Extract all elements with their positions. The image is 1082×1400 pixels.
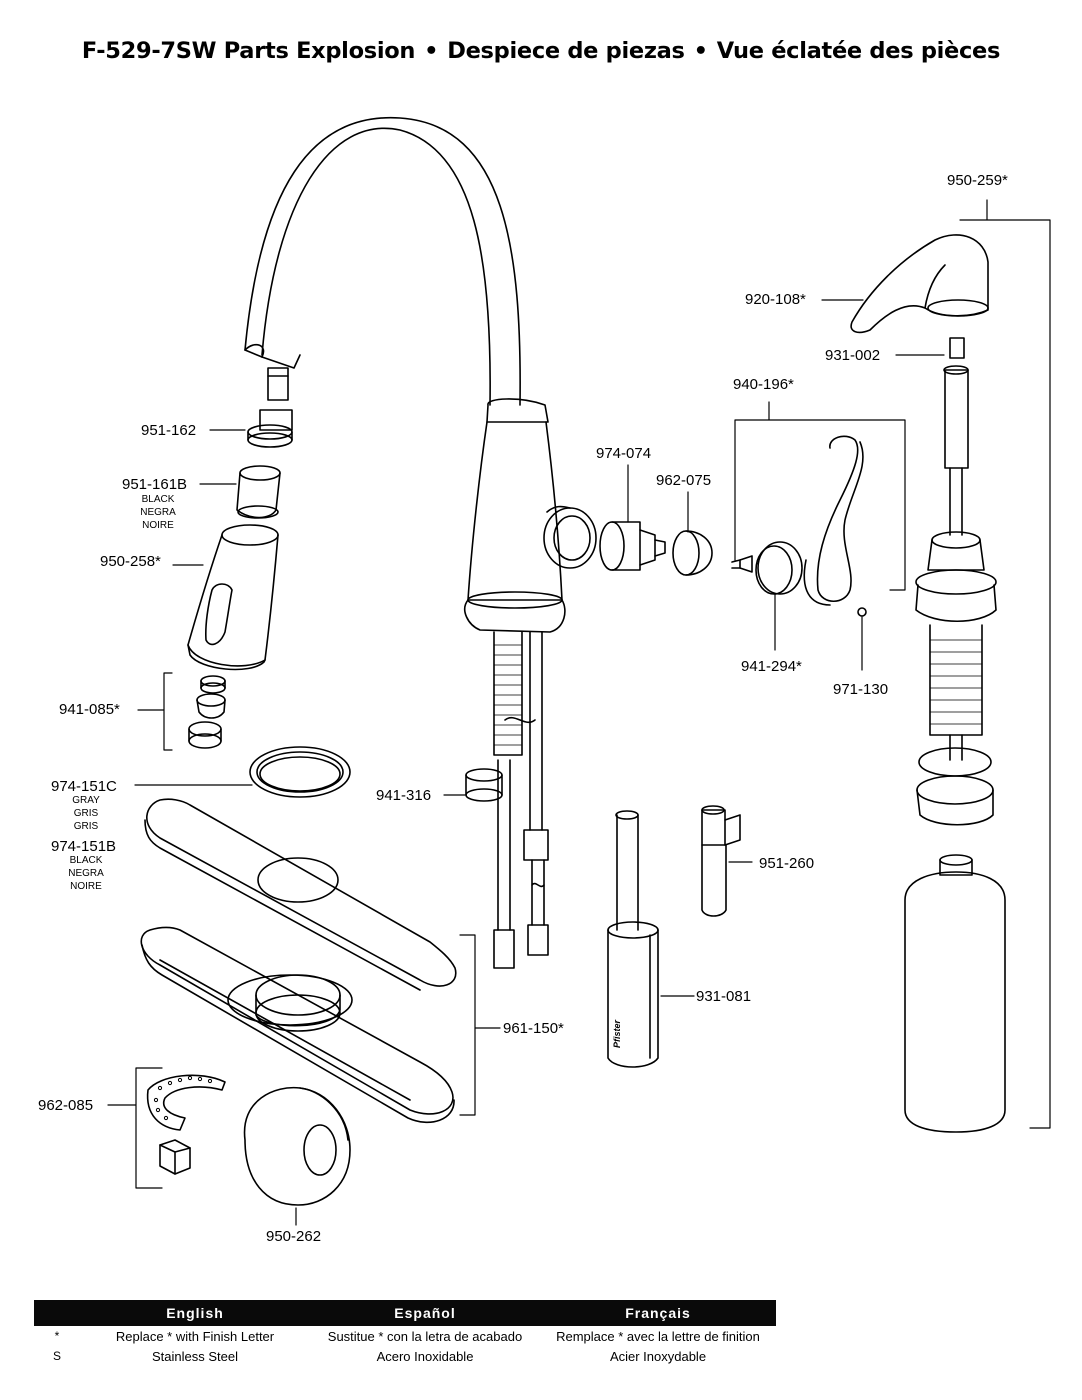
color-note-gray: GRAY GRIS GRIS — [72, 795, 100, 832]
tool-brand-text: Pfister — [612, 1019, 622, 1048]
legend-spanish: Sustitue * con la letra de acabado — [327, 1328, 523, 1344]
label-951-260: 951-260 — [759, 855, 815, 872]
supply-hoses — [493, 631, 549, 969]
faucet-body — [464, 398, 597, 756]
escutcheon-961-150 — [140, 926, 455, 1124]
color-note-black: BLACK NEGRA NOIRE — [140, 494, 176, 531]
legend-table: English Español Français * Replace * wit… — [34, 1300, 776, 1366]
label-941-316: 941-316 — [376, 787, 432, 804]
part-931-081-tool — [607, 810, 659, 1068]
label-931-081: 931-081 — [696, 988, 752, 1005]
legend-header-spanish: Español — [310, 1300, 540, 1326]
deck-plate-974-151 — [144, 798, 457, 991]
title-separator: • — [424, 38, 439, 64]
legend-header-french: Français — [540, 1300, 776, 1326]
color-note-black-2: BLACK NEGRA NOIRE — [68, 855, 104, 892]
parts-explosion-diagram: Pfister — [107, 116, 1051, 1226]
label-950-258: 950-258* — [100, 553, 161, 570]
label-950-259: 950-259* — [947, 172, 1008, 189]
label-951-162: 951-162 — [141, 422, 197, 439]
part-951-161b — [236, 465, 281, 519]
label-961-150: 961-150* — [503, 1020, 564, 1037]
label-941-294: 941-294* — [741, 658, 802, 675]
page-title: F-529-7SW Parts Explosion • Despiece de pi… — [0, 38, 1082, 64]
part-962-085 — [146, 1074, 226, 1175]
title-french: Vue éclatée des pièces — [716, 38, 1001, 64]
part-951-162 — [247, 409, 293, 448]
legend-spanish: Acero Inoxidable — [376, 1348, 474, 1364]
legend-header-row: English Español Français — [34, 1300, 776, 1326]
legend-row: S Stainless Steel Acero Inoxidable Acier… — [34, 1346, 776, 1366]
legend-header-english: English — [80, 1300, 310, 1326]
part-974-074-cartridge — [599, 521, 666, 571]
label-974-151b: 974-151B — [51, 838, 117, 855]
part-950-262-weight — [243, 1086, 351, 1206]
label-951-161b: 951-161B — [122, 476, 188, 493]
label-950-262: 950-262 — [266, 1228, 322, 1245]
part-962-075-ring — [672, 530, 713, 576]
legend-row: * Replace * with Finish Letter Sustitue … — [34, 1326, 776, 1346]
part-941-085 — [188, 675, 226, 749]
label-920-108: 920-108* — [745, 291, 806, 308]
label-974-151c: 974-151C — [51, 778, 117, 795]
part-950-258-spray-head — [187, 524, 279, 671]
legend-french: Remplace * avec la lettre de finition — [556, 1328, 760, 1344]
title-separator: • — [693, 38, 708, 64]
label-940-196: 940-196* — [733, 376, 794, 393]
label-971-130: 971-130 — [833, 681, 889, 698]
legend-english: Replace * with Finish Letter — [115, 1328, 275, 1344]
legend-symbol: * — [54, 1329, 60, 1343]
label-941-085: 941-085* — [59, 701, 120, 718]
faucet-spout — [244, 116, 521, 406]
part-951-260-valve — [701, 805, 741, 917]
legend-english: Stainless Steel — [152, 1348, 238, 1364]
legend-symbol: S — [52, 1349, 61, 1363]
part-974-151c-gasket — [249, 746, 351, 798]
title-english: F-529-7SW Parts Explosion — [81, 38, 416, 64]
leader-lines — [107, 199, 1051, 1226]
label-931-002: 931-002 — [825, 347, 881, 364]
label-962-075: 962-075 — [656, 472, 712, 489]
part-940-196-handle — [803, 435, 867, 617]
label-962-085: 962-085 — [38, 1097, 94, 1114]
part-941-294-cap — [731, 541, 803, 595]
legend-french: Acier Inoxydable — [609, 1348, 707, 1364]
legend-header-symbol — [34, 1300, 80, 1326]
part-950-259-soap-dispenser — [850, 234, 1006, 1133]
title-spanish: Despiece de piezas — [447, 38, 685, 64]
label-974-074: 974-074 — [596, 445, 652, 462]
part-941-316 — [465, 768, 503, 802]
